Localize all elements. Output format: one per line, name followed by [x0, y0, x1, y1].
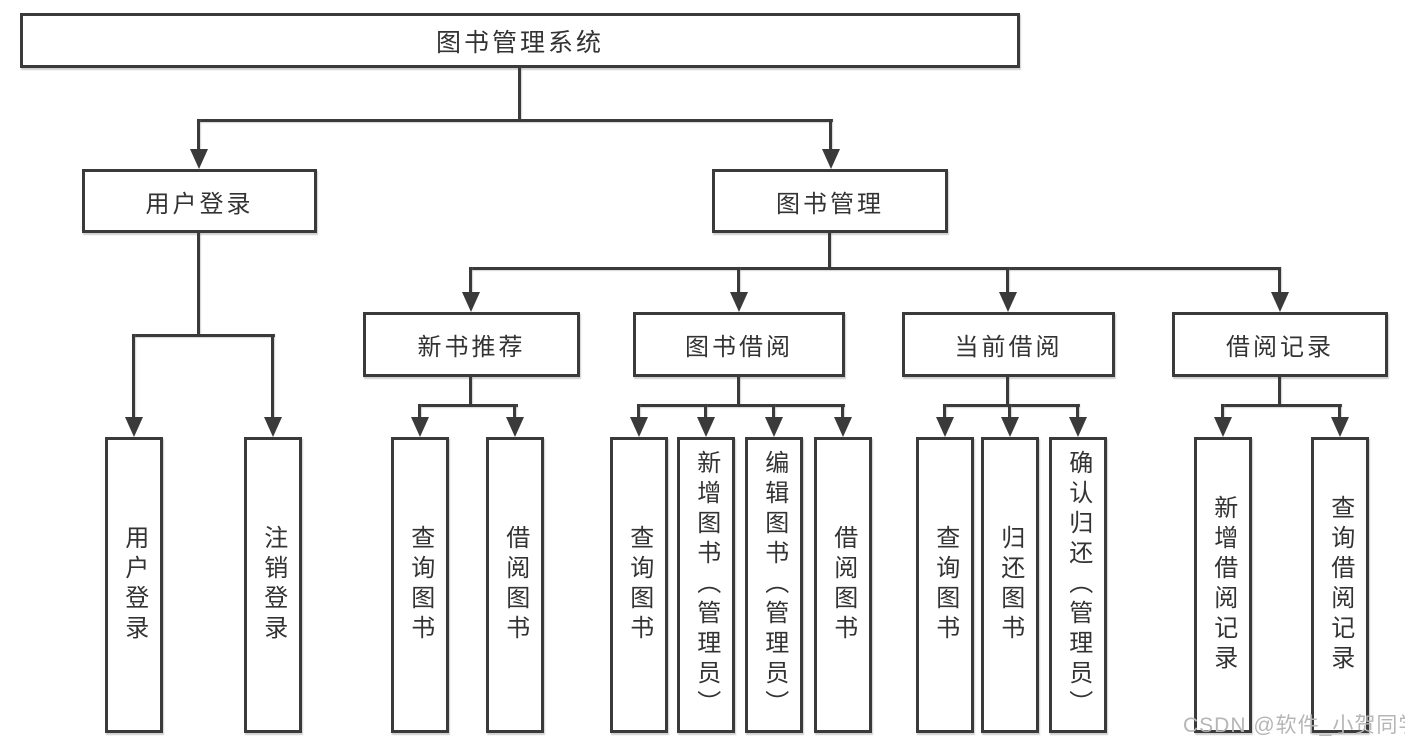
connector-borrow-stem	[737, 377, 740, 407]
connector-drop	[469, 267, 472, 292]
connector-current-branch	[943, 404, 1080, 407]
connector-drop	[1076, 404, 1079, 419]
connector-drop	[418, 404, 421, 419]
connector-drop	[271, 334, 274, 419]
connector-bookmgmt-branch	[469, 267, 1281, 270]
connector-drop	[513, 404, 516, 419]
arrow-down-icon	[1331, 417, 1349, 437]
connector-drop	[1221, 404, 1224, 419]
arrow-down-icon	[190, 149, 208, 169]
connector-records-branch	[1221, 404, 1342, 407]
leaf-borrow-books: 借阅图书	[814, 437, 872, 733]
arrow-down-icon	[765, 417, 783, 437]
arrow-down-icon	[506, 417, 524, 437]
connector-current-stem	[1006, 377, 1009, 407]
arrow-down-icon	[411, 417, 429, 437]
leaf-query-borrow-record: 查询借阅记录	[1311, 437, 1369, 733]
connector-drop	[132, 334, 135, 419]
node-book-management: 图书管理	[712, 169, 948, 233]
leaf-borrow-books-recommend: 借阅图书	[486, 437, 544, 733]
leaf-add-books-admin: 新增图书（管理员）	[677, 437, 735, 733]
leaf-query-books-recommend: 查询图书	[391, 437, 449, 733]
connector-root-stem	[518, 68, 521, 122]
connector-records-stem	[1278, 377, 1281, 407]
connector-drop	[943, 404, 946, 419]
connector-drop	[1278, 267, 1281, 292]
arrow-down-icon	[730, 292, 748, 312]
connector-drop	[841, 404, 844, 419]
connector-drop	[1338, 404, 1341, 419]
leaf-edit-books-admin: 编辑图书（管理员）	[745, 437, 803, 733]
arrow-down-icon	[999, 292, 1017, 312]
node-borrowing-records: 借阅记录	[1172, 312, 1388, 377]
connector-drop	[704, 404, 707, 419]
leaf-return-books: 归还图书	[981, 437, 1039, 733]
arrow-down-icon	[1001, 417, 1019, 437]
leaf-logout: 注销登录	[244, 437, 302, 733]
connector-drop	[1006, 267, 1009, 292]
arrow-down-icon	[936, 417, 954, 437]
arrow-down-icon	[1069, 417, 1087, 437]
arrow-down-icon	[1214, 417, 1232, 437]
connector-drop	[1008, 404, 1011, 419]
leaf-user-login: 用户登录	[105, 437, 163, 733]
arrow-down-icon	[630, 417, 648, 437]
connector-root-branch	[197, 119, 833, 122]
connector-bookmgmt-stem	[828, 233, 831, 270]
arrow-down-icon	[697, 417, 715, 437]
arrow-down-icon	[834, 417, 852, 437]
leaf-query-books-current: 查询图书	[916, 437, 974, 733]
connector-drop	[637, 404, 640, 419]
connector-drop	[829, 119, 832, 151]
connector-newbook-branch	[418, 404, 518, 407]
node-current-borrowing: 当前借阅	[902, 312, 1115, 377]
node-book-borrowing: 图书借阅	[633, 312, 845, 377]
node-library-management-system: 图书管理系统	[20, 13, 1020, 68]
connector-userlogin-stem	[197, 233, 200, 337]
leaf-query-books-borrowing: 查询图书	[610, 437, 668, 733]
connector-borrow-branch	[637, 404, 845, 407]
connector-drop	[772, 404, 775, 419]
node-new-book-recommendation: 新书推荐	[363, 312, 580, 377]
arrow-down-icon	[822, 149, 840, 169]
arrow-down-icon	[264, 417, 282, 437]
arrow-down-icon	[462, 292, 480, 312]
connector-drop	[737, 267, 740, 292]
connector-userlogin-branch	[132, 334, 275, 337]
connector-newbook-stem	[469, 377, 472, 407]
leaf-confirm-return-admin: 确认归还（管理员）	[1049, 437, 1107, 733]
arrow-down-icon	[125, 417, 143, 437]
node-user-login: 用户登录	[82, 169, 317, 233]
watermark: CSDN @软件_小贺同学	[1183, 714, 1405, 737]
arrow-down-icon	[1271, 292, 1289, 312]
leaf-add-borrow-record: 新增借阅记录	[1194, 437, 1252, 733]
connector-drop	[197, 119, 200, 151]
